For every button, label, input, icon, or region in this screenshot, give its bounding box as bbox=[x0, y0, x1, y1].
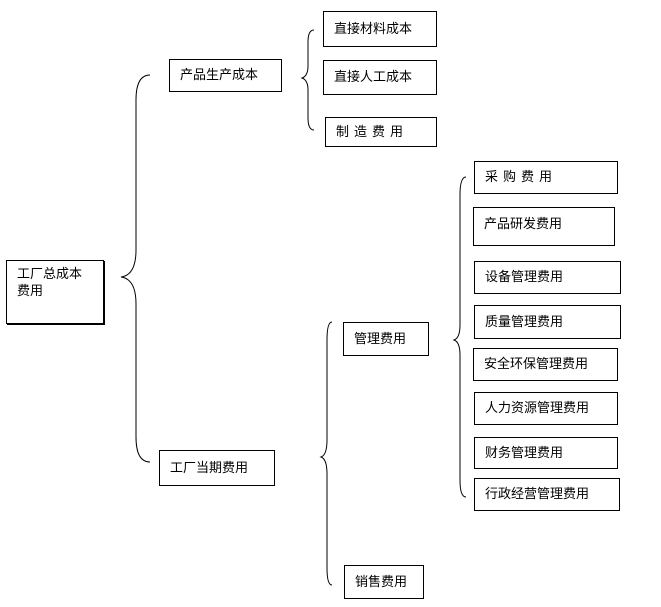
admin-mgmt-label: 行政经营管理费用 bbox=[485, 487, 590, 502]
sales-expense-node: 销售费用 bbox=[344, 565, 424, 599]
root-label-line1: 工厂总成本 bbox=[17, 267, 83, 282]
hr-mgmt-node: 人力资源管理费用 bbox=[474, 392, 618, 425]
manufacturing-expense-node: 制造费用 bbox=[325, 117, 437, 147]
direct-labor-label: 直接人工成本 bbox=[334, 70, 413, 85]
brace-management bbox=[452, 176, 467, 498]
hr-mgmt-label: 人力资源管理费用 bbox=[485, 401, 590, 416]
safety-env-mgmt-label: 安全环保管理费用 bbox=[484, 357, 589, 372]
direct-materials-node: 直接材料成本 bbox=[323, 11, 437, 47]
purchasing-expense-node: 采购费用 bbox=[474, 161, 618, 194]
equipment-mgmt-node: 设备管理费用 bbox=[474, 261, 621, 294]
quality-mgmt-label: 质量管理费用 bbox=[485, 314, 564, 330]
equipment-mgmt-label: 设备管理费用 bbox=[485, 270, 564, 285]
finance-mgmt-label: 财务管理费用 bbox=[485, 445, 564, 461]
management-expense-node: 管理费用 bbox=[343, 322, 429, 356]
rnd-expense-node: 产品研发费用 bbox=[473, 207, 615, 246]
period-expense-node: 工厂当期费用 bbox=[159, 450, 275, 486]
period-expense-label: 工厂当期费用 bbox=[170, 460, 249, 476]
production-cost-node: 产品生产成本 bbox=[169, 59, 282, 92]
manufacturing-expense-label: 制造费用 bbox=[336, 124, 409, 140]
admin-mgmt-node: 行政经营管理费用 bbox=[474, 478, 620, 511]
rnd-expense-label: 产品研发费用 bbox=[484, 217, 563, 232]
brace-production bbox=[300, 29, 315, 131]
root-label-line2: 费用 bbox=[17, 284, 44, 299]
finance-mgmt-node: 财务管理费用 bbox=[474, 437, 618, 469]
sales-expense-label: 销售费用 bbox=[355, 574, 408, 590]
brace-period bbox=[319, 321, 333, 586]
purchasing-expense-label: 采购费用 bbox=[485, 170, 558, 185]
root-node: 工厂总成本 费用 bbox=[6, 260, 104, 324]
direct-materials-label: 直接材料成本 bbox=[334, 21, 413, 37]
direct-labor-node: 直接人工成本 bbox=[323, 60, 437, 95]
management-expense-label: 管理费用 bbox=[354, 331, 407, 347]
quality-mgmt-node: 质量管理费用 bbox=[474, 305, 621, 339]
production-cost-label: 产品生产成本 bbox=[180, 68, 259, 83]
safety-env-mgmt-node: 安全环保管理费用 bbox=[473, 348, 618, 381]
brace-root bbox=[120, 74, 151, 463]
